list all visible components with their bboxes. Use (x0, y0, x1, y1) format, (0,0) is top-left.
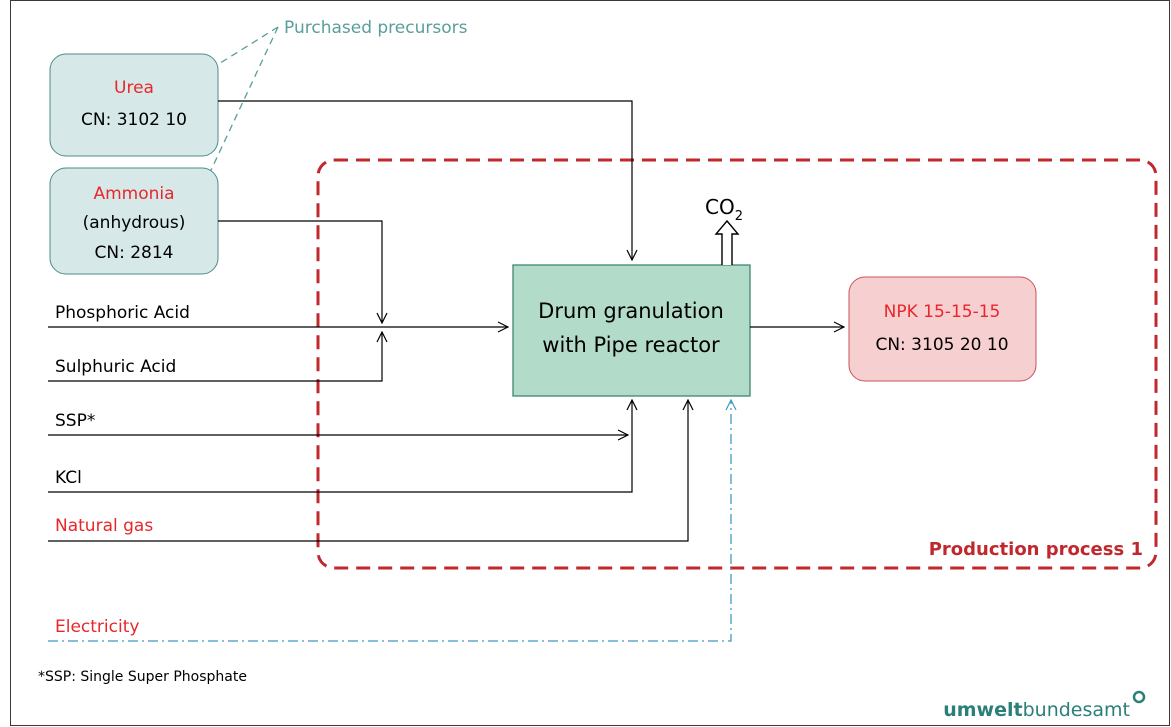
urea-label: Urea (114, 78, 154, 98)
logo-mark-icon (1132, 690, 1146, 704)
npk-product-box: NPK 15-15-15 CN: 3105 20 10 (848, 276, 1037, 382)
umweltbundesamt-logo: umweltbundesamt (943, 690, 1146, 721)
co2-label: CO (705, 195, 735, 219)
logo-normal: bundesamt (1023, 699, 1130, 721)
co2-emission: CO2 (705, 195, 743, 265)
urea-cn: CN: 3102 10 (81, 110, 187, 130)
process-line1: Drum granulation (538, 299, 724, 323)
ammonia-box: Ammonia (anhydrous) CN: 2814 (49, 167, 219, 275)
co2-subscript: 2 (735, 209, 743, 224)
diagram-frame (10, 0, 1170, 726)
flow-urea (218, 100, 632, 260)
process-line2: with Pipe reactor (542, 333, 720, 357)
npk-label: NPK 15-15-15 (884, 302, 1001, 322)
urea-box: Urea CN: 3102 10 (49, 53, 219, 157)
flow-kcl (48, 400, 632, 493)
ammonia-label: Ammonia (93, 184, 174, 204)
sulphuric-acid-label: Sulphuric Acid (55, 357, 176, 377)
svg-text:umweltbundesamt: umweltbundesamt (943, 699, 1130, 721)
purchased-precursors-label: Purchased precursors (284, 18, 468, 38)
flow-ammonia (218, 220, 382, 323)
ammonia-sub: (anhydrous) (83, 213, 186, 233)
drum-granulation-box: Drum granulation with Pipe reactor (512, 264, 751, 397)
phosphoric-acid-label: Phosphoric Acid (55, 303, 190, 323)
logo-bold: umwelt (943, 699, 1022, 721)
ssp-label: SSP* (55, 411, 95, 431)
natural-gas-label: Natural gas (55, 516, 153, 536)
npk-cn: CN: 3105 20 10 (875, 335, 1008, 355)
svg-text:CO2: CO2 (705, 195, 743, 224)
purchased-precursors-callout: Purchased precursors (192, 18, 468, 184)
flow-sulphuric-acid (48, 332, 382, 382)
production-process-label: Production process 1 (929, 539, 1143, 560)
footnote: *SSP: Single Super Phosphate (38, 669, 247, 685)
production-process-boundary (316, 158, 1158, 570)
flow-electricity (48, 400, 731, 642)
flow-natural-gas (48, 400, 688, 542)
kcl-label: KCl (55, 468, 82, 488)
electricity-label: Electricity (55, 617, 139, 637)
ammonia-cn: CN: 2814 (95, 243, 174, 263)
